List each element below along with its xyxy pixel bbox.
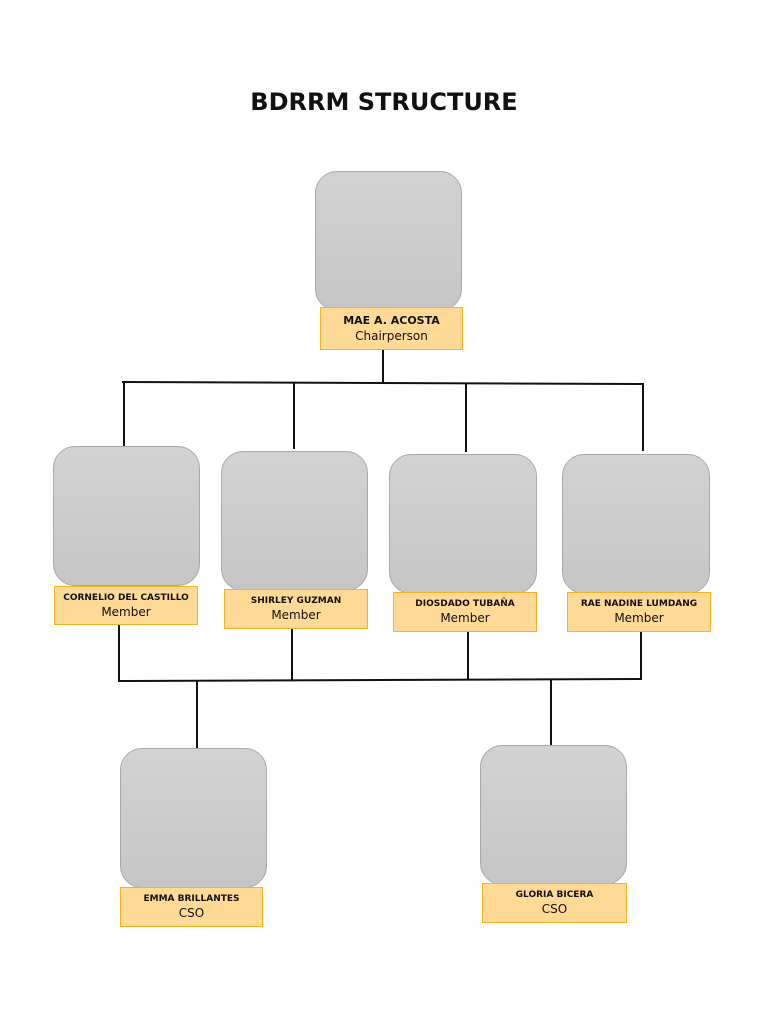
name-label: SHIRLEY GUZMAN Member (224, 589, 368, 629)
person-name: EMMA BRILLANTES (143, 894, 240, 904)
photo-placeholder (480, 745, 627, 885)
person-name: GLORIA BICERA (515, 890, 594, 900)
person-role: Member (101, 604, 151, 619)
person-role: Member (271, 608, 321, 622)
photo-placeholder (562, 454, 710, 594)
photo-placeholder (53, 446, 200, 586)
person-role: CSO (178, 906, 205, 920)
person-role: CSO (541, 902, 568, 916)
photo-placeholder (221, 451, 368, 591)
photo-placeholder (315, 171, 462, 311)
name-label: DIOSDADO TUBAÑA Member (393, 592, 537, 632)
name-label: GLORIA BICERA CSO (482, 883, 627, 923)
person-name: RAE NADINE LUMDANG (580, 599, 698, 609)
person-name: MAE A. ACOSTA (343, 314, 440, 327)
person-name: DIOSDADO TUBAÑA (415, 599, 515, 609)
person-role: Chairperson (355, 329, 428, 343)
photo-placeholder (120, 748, 267, 888)
person-name: CORNELIO DEL CASTILLO (63, 592, 189, 603)
name-label: CORNELIO DEL CASTILLO Member (54, 586, 198, 625)
photo-placeholder (389, 454, 537, 594)
person-name: SHIRLEY GUZMAN (250, 596, 342, 606)
name-label: EMMA BRILLANTES CSO (120, 887, 263, 927)
person-role: Member (440, 611, 490, 625)
name-label: MAE A. ACOSTA Chairperson (320, 307, 463, 350)
person-role: Member (614, 611, 664, 625)
name-label: RAE NADINE LUMDANG Member (567, 592, 711, 632)
page-title: BDRRM STRUCTURE (250, 88, 518, 116)
